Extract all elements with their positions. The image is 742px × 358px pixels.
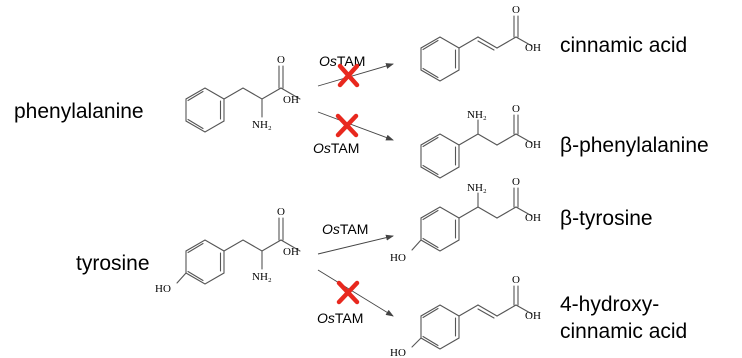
blocked-x-icon-3 xyxy=(336,280,360,305)
svg-text:O: O xyxy=(512,103,520,115)
beta-phenylalanine-label: β-phenylalanine xyxy=(560,134,709,157)
phenylalanine-oh-label: OH xyxy=(283,94,299,106)
arrow-to-beta-tyrosine xyxy=(317,234,394,255)
tyrosine-ho-label: HO xyxy=(155,283,171,295)
hydroxycinnamic-acid-label-line1: 4-hydroxy- xyxy=(560,293,659,316)
beta-phenylalanine-amine-label: NH₂ xyxy=(467,109,487,121)
beta-tyrosine-amine-label: NH₂ xyxy=(467,182,487,194)
arrow-to-hydroxycinnamic-acid xyxy=(317,269,394,317)
arrow-to-beta-phenylalanine xyxy=(317,111,394,141)
svg-text:O: O xyxy=(277,54,285,66)
beta-tyrosine-label: β-tyrosine xyxy=(560,207,653,230)
beta-tyrosine-oh-label: OH xyxy=(525,212,541,224)
svg-text:O: O xyxy=(512,176,520,188)
hydroxycinnamic-acid-structure: O OH HO xyxy=(390,274,541,358)
cinnamic-acid-oh-label: OH xyxy=(525,42,541,54)
beta-phenylalanine-structure: NH₂ O OH xyxy=(420,103,541,179)
enzyme-label-4: OsTAM xyxy=(317,310,363,326)
hydroxycinnamic-acid-label-line2: cinnamic acid xyxy=(560,320,687,343)
beta-phenylalanine-oh-label: OH xyxy=(525,139,541,151)
phenylalanine-amine-label: NH₂ xyxy=(252,119,272,131)
blocked-x-icon-1 xyxy=(337,63,360,88)
phenylalanine-structure: O OH NH₂ xyxy=(185,54,301,133)
beta-tyrosine-structure: NH₂ O OH HO xyxy=(390,176,541,264)
blocked-x-icon-2 xyxy=(335,113,359,138)
arrow-to-cinnamic-acid xyxy=(317,63,394,87)
svg-text:O: O xyxy=(512,274,520,286)
enzyme-label-3: OsTAM xyxy=(322,221,368,237)
cinnamic-acid-label: cinnamic acid xyxy=(560,34,687,57)
svg-text:O: O xyxy=(277,206,285,218)
hydroxycinnamic-acid-ho-label: HO xyxy=(390,347,406,358)
phenylalanine-label: phenylalanine xyxy=(14,100,144,123)
tyrosine-oh-label: OH xyxy=(283,246,299,258)
tyrosine-amine-label: NH₂ xyxy=(252,271,272,283)
beta-tyrosine-ho-label: HO xyxy=(390,252,406,264)
tyrosine-label: tyrosine xyxy=(76,252,150,275)
cinnamic-acid-structure: O OH xyxy=(420,4,541,82)
tyrosine-structure: O OH NH₂ HO xyxy=(155,206,301,295)
hydroxycinnamic-acid-oh-label: OH xyxy=(525,310,541,322)
svg-text:O: O xyxy=(512,4,520,16)
enzyme-label-2: OsTAM xyxy=(313,140,359,156)
